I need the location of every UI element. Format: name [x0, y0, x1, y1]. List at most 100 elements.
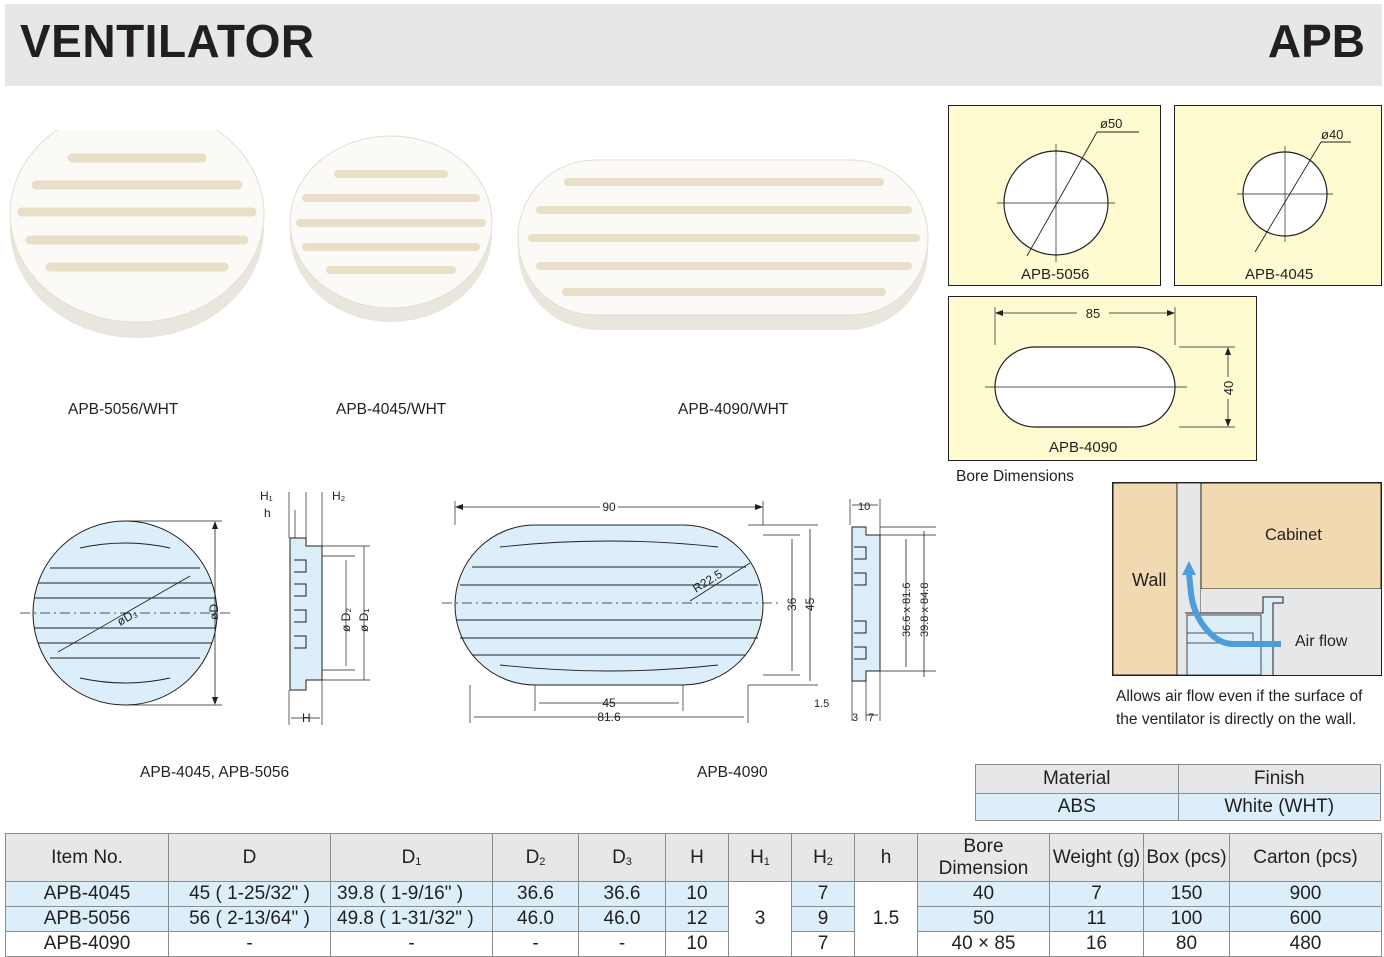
product-image-5056 [9, 130, 265, 338]
cell-H2: 9 [791, 906, 855, 932]
cell-H: 10 [665, 931, 729, 957]
dim-H1: H₁ [260, 489, 273, 503]
bore-dia-4045: ø40 [1321, 127, 1343, 142]
col-item: Item No. [5, 833, 169, 882]
cell-D2: 36.6 [492, 881, 579, 907]
cell-H: 12 [665, 906, 729, 932]
table-row: APB-4090 - - - - 10 7 40 × 85 16 80 480 [5, 931, 1382, 957]
oval-drawing-caption: APB-4090 [697, 764, 768, 781]
col-H2: H2 [791, 833, 855, 882]
dim-side-15: 1.5 [814, 698, 829, 710]
dim-w45: 45 [602, 696, 616, 710]
bore-label-5056: APB-5056 [1021, 266, 1089, 283]
product-illustrations [9, 130, 929, 338]
cell-h-shared: 1.5 [854, 881, 918, 957]
dim-side-3: 3 [852, 712, 858, 724]
col-weight: Weight (g) [1049, 833, 1144, 882]
dim-side-10: 10 [858, 501, 870, 513]
bore-height-4090: 40 [1221, 381, 1236, 395]
cell-D2: - [492, 931, 579, 957]
round-drawing-caption: APB-4045, APB-5056 [140, 764, 290, 781]
cell-box: 100 [1143, 906, 1230, 932]
page-header [5, 4, 1382, 86]
product-image-4045 [289, 135, 493, 322]
bore-panel-5056: ø50 APB-5056 [948, 105, 1161, 286]
product-code: APB [1267, 15, 1365, 67]
cabinet-label: Cabinet [1265, 526, 1322, 544]
product-label-4045: APB-4045/WHT [336, 401, 447, 418]
finish-header: Finish [1177, 764, 1381, 794]
cell-box: 80 [1143, 931, 1230, 957]
cell-D3: - [578, 931, 666, 957]
bore-dia-5056: ø50 [1100, 116, 1122, 131]
dim-side-398: 39.8 x 84.8 [919, 583, 931, 637]
cell-bore: 50 [917, 906, 1050, 932]
cell-D3: 36.6 [578, 881, 666, 907]
material-table: Material Finish ABS White (WHT) [975, 764, 1381, 821]
dim-D: øD [207, 604, 221, 620]
dim-w816: 81.6 [597, 710, 621, 724]
cell-bore: 40 [917, 881, 1050, 907]
cell-D1: - [330, 931, 493, 957]
oval-technical-drawing: 90 R22.5 36 45 45 81.6 10 36.6 x 81.6 39… [442, 499, 936, 724]
cell-carton: 600 [1229, 906, 1382, 932]
cell-box: 150 [1143, 881, 1230, 907]
col-D: D [168, 833, 331, 882]
cell-D2: 46.0 [492, 906, 579, 932]
table-row: APB-5056 56 ( 2-13/64" ) 49.8 ( 1-31/32"… [5, 906, 1382, 932]
material-header: Material [975, 764, 1179, 794]
dim-side-7: 7 [868, 712, 874, 724]
bore-width-4090: 85 [1086, 306, 1100, 321]
col-carton: Carton (pcs) [1229, 833, 1382, 882]
dim-h: h [264, 506, 271, 520]
dim-D1: ø D₁ [357, 609, 371, 632]
cell-item: APB-4090 [5, 931, 169, 957]
product-label-4090: APB-4090/WHT [678, 401, 789, 418]
airflow-note: Allows air flow even if the surface of t… [1116, 688, 1363, 728]
bore-panel-4045: ø40 APB-4045 [1174, 105, 1382, 286]
product-image-4090 [517, 159, 929, 330]
cell-weight: 16 [1049, 931, 1144, 957]
col-D1: D1 [330, 833, 493, 882]
wall-label: Wall [1132, 570, 1167, 590]
cell-D: 56 ( 2-13/64" ) [168, 906, 331, 932]
dim-side-366: 36.6 x 81.6 [901, 583, 913, 637]
airflow-label: Air flow [1295, 633, 1348, 650]
page-title: VENTILATOR [20, 15, 315, 67]
dim-36: 36 [785, 597, 799, 611]
cell-H1-shared: 3 [728, 881, 792, 957]
col-H1: H1 [728, 833, 792, 882]
bore-label-4045: APB-4045 [1245, 266, 1313, 283]
col-H: H [665, 833, 729, 882]
bore-caption: Bore Dimensions [956, 468, 1075, 485]
bore-panel-4090: 85 40 APB-4090 [948, 296, 1257, 461]
cell-weight: 7 [1049, 881, 1144, 907]
cell-carton: 900 [1229, 881, 1382, 907]
dim-90: 90 [602, 500, 616, 514]
table-row: APB-4045 45 ( 1-25/32" ) 39.8 ( 1-9/16" … [5, 881, 1382, 957]
cell-H2: 7 [791, 881, 855, 907]
cell-D: 45 ( 1-25/32" ) [168, 881, 331, 907]
col-D3: D3 [578, 833, 666, 882]
airflow-diagram: Cabinet Wall Air flow [1112, 482, 1382, 676]
cell-H: 10 [665, 881, 729, 907]
col-D2: D2 [492, 833, 579, 882]
cell-D3: 46.0 [578, 906, 666, 932]
cell-bore: 40 × 85 [917, 931, 1050, 957]
bore-label-4090: APB-4090 [1049, 439, 1117, 456]
cell-D: - [168, 931, 331, 957]
cell-carton: 480 [1229, 931, 1382, 957]
finish-value: White (WHT) [1177, 793, 1381, 821]
cell-item: APB-4045 [5, 881, 169, 907]
cell-item: APB-5056 [5, 906, 169, 932]
cell-weight: 11 [1049, 906, 1144, 932]
cell-D1: 49.8 ( 1-31/32" ) [330, 906, 493, 932]
cell-D1: 39.8 ( 1-9/16" ) [330, 881, 493, 907]
dim-H: H [302, 711, 311, 725]
dim-H2: H₂ [332, 489, 346, 503]
cell-H2: 7 [791, 931, 855, 957]
dim-D2: ø D₂ [339, 608, 353, 632]
round-technical-drawing: øD₃ øD H₁ H₂ h H ø D₂ ø D₁ [20, 489, 371, 725]
col-box: Box (pcs) [1143, 833, 1230, 882]
